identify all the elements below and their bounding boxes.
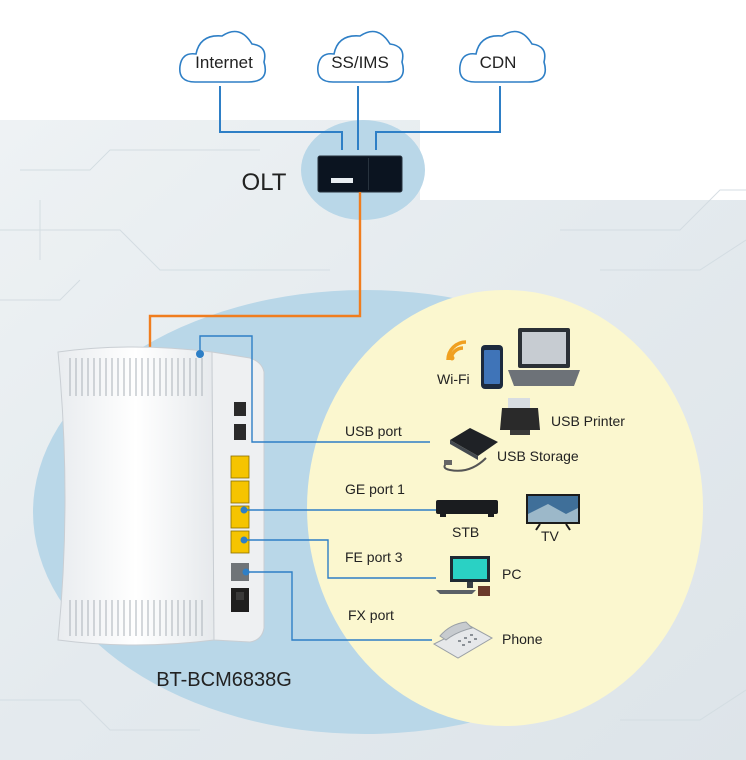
usb-storage-icon [443,428,498,472]
cloud-ssims-label: SS/IMS [331,53,389,72]
router-phone-port [231,563,249,581]
router-button-top [234,402,246,416]
router-lan-port-2 [230,480,250,504]
cloud-links [219,86,501,150]
printer-icon [500,398,540,435]
pc-icon [436,556,490,596]
olt-device [317,155,403,193]
client-devices-bubble [307,290,703,726]
stb-label: STB [452,524,479,540]
router-body [57,346,215,646]
router-lan-port-4 [230,530,250,554]
usb-port-label: USB port [345,423,402,439]
cloud-ssims: SS/IMS [316,30,405,83]
olt-seam [368,158,369,190]
device-name-label: BT-BCM6838G [156,669,292,691]
background-circuit-lines [0,149,746,731]
usb-storage-label: USB Storage [497,448,579,464]
tv-label: TV [541,528,560,544]
cloud-shape [458,30,547,83]
wifi-label: Wi-Fi [437,371,470,387]
background-white-corner [420,0,746,200]
fe-link-dot [240,536,248,544]
fx-port-label: FX port [348,607,394,623]
router-lan-port-1 [230,455,250,479]
tv-icon [526,494,580,531]
laptop-icon [508,328,580,386]
cloud-internet-label: Internet [195,53,253,72]
usb-link-dot [196,350,204,358]
phone-label: Phone [502,631,543,647]
olt-chassis [317,155,403,193]
cloud-shape [178,30,267,83]
olt-label: OLT [242,169,287,196]
wifi-icon [446,340,467,361]
port-links [199,335,436,641]
cloud-cdn: CDN [458,30,547,83]
stb-icon [436,500,498,517]
ge-link-dot [240,506,248,514]
olt-port-strip [331,178,353,183]
pc-label: PC [502,566,521,582]
cloud-cdn-label: CDN [480,53,517,72]
ge-port-label: GE port 1 [345,481,405,497]
ont-router [57,346,265,646]
router-pon-inner [236,592,244,600]
cloud-shape [316,30,405,83]
router-usb-socket [234,424,246,440]
usb-printer-label: USB Printer [551,413,625,429]
smartphone-icon [481,345,503,389]
fx-link-dot [242,568,250,576]
router-top-vents [69,358,203,396]
router-bottom-vents [69,600,203,636]
cloud-internet: Internet [178,30,267,83]
fe-port-label: FE port 3 [345,549,403,565]
phone-icon [432,621,494,659]
